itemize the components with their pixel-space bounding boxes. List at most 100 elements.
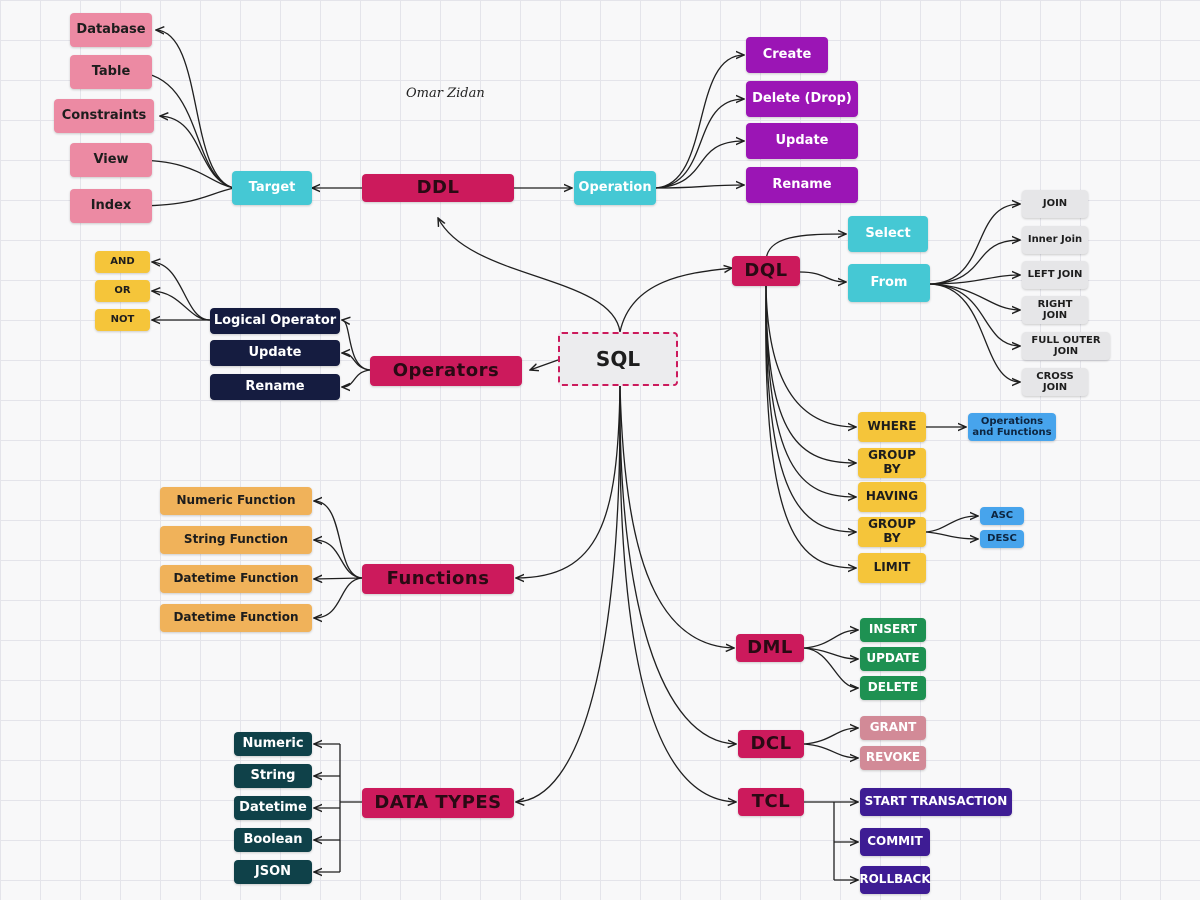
dml-node: DML [736, 634, 804, 662]
data-type-string: String [234, 764, 312, 788]
link-functions-datetime2 [314, 577, 363, 618]
join-item-inner: Inner Join [1022, 226, 1088, 254]
link-dcl-revoke [803, 743, 858, 758]
author-signature: Omar Zidan [406, 86, 485, 101]
link-dml-insert [803, 630, 858, 649]
link-operators-rename [342, 369, 371, 387]
join-item-left: LEFT JOIN [1022, 261, 1088, 289]
operation-item-update: Update [746, 123, 858, 159]
operators-item-logical: Logical Operator [210, 308, 340, 334]
join-item-cross: CROSS JOIN [1022, 368, 1088, 396]
link-sql-ddl [438, 218, 621, 333]
link-target-view [134, 160, 235, 189]
operators-item-update: Update [210, 340, 340, 366]
dml-item-insert: INSERT [860, 618, 926, 642]
link-operators-update [342, 353, 371, 371]
target-item-constraints: Constraints [54, 99, 154, 133]
clause-limit: LIMIT [858, 553, 926, 583]
dcl-item-revoke: REVOKE [860, 746, 926, 770]
operation-item-delete-drop: Delete (Drop) [746, 81, 858, 117]
link-operation-create [655, 55, 744, 189]
dql-node: DQL [732, 256, 800, 286]
from-node: From [848, 264, 930, 302]
clause-group-by: GROUP BY [858, 448, 926, 478]
link-from-inner [929, 240, 1020, 285]
link-functions-string [314, 540, 363, 579]
link-sql-operators [530, 359, 559, 370]
clause-group-by-order: GROUP BY [858, 517, 926, 547]
link-order-asc [925, 516, 978, 533]
link-sql-datatypes [516, 385, 621, 802]
tcl-item-commit: COMMIT [860, 828, 930, 856]
link-logical-and [152, 262, 211, 321]
where-operations-functions: Operations and Functions [968, 413, 1056, 441]
link-target-database [156, 30, 235, 189]
sql-center-node: SQL [558, 332, 678, 386]
clause-where: WHERE [858, 412, 926, 442]
logical-not: NOT [95, 309, 150, 331]
link-dql-where [765, 285, 856, 427]
link-dql-groupby2 [765, 285, 856, 532]
link-from-left [929, 275, 1020, 285]
target-item-table: Table [70, 55, 152, 89]
logical-and: AND [95, 251, 150, 273]
link-functions-datetime [314, 578, 363, 579]
target-item-view: View [70, 143, 152, 177]
link-sql-dml [619, 385, 734, 648]
link-from-cross [929, 283, 1020, 382]
tcl-item-start-transaction: START TRANSACTION [860, 788, 1012, 816]
link-sql-dql [619, 268, 732, 333]
tcl-node: TCL [738, 788, 804, 816]
data-type-json: JSON [234, 860, 312, 884]
link-sql-dcl [619, 385, 736, 744]
tcl-item-rollback: ROLLBACK [859, 866, 931, 894]
link-order-desc [925, 531, 978, 539]
link-datatypes-stem [339, 744, 362, 872]
link-target-index [134, 187, 235, 206]
operators-item-rename: Rename [210, 374, 340, 400]
function-item-string: String Function [160, 526, 312, 554]
data-type-numeric: Numeric [234, 732, 312, 756]
link-operation-rename [655, 185, 744, 188]
link-operation-delete [655, 99, 744, 189]
link-from-full [929, 283, 1020, 346]
join-item-right: RIGHT JOIN [1022, 296, 1088, 324]
target-node: Target [232, 171, 312, 205]
target-item-index: Index [70, 189, 152, 223]
link-dql-select [765, 234, 846, 261]
link-operation-update [655, 141, 744, 189]
target-item-database: Database [70, 13, 152, 47]
operation-node: Operation [574, 171, 656, 205]
data-type-boolean: Boolean [234, 828, 312, 852]
order-asc: ASC [980, 507, 1024, 525]
clause-having: HAVING [858, 482, 926, 512]
function-item-datetime: Datetime Function [160, 565, 312, 593]
link-sql-functions [516, 385, 621, 578]
link-from-join [929, 204, 1020, 285]
function-item-datetime-2: Datetime Function [160, 604, 312, 632]
operators-node: Operators [370, 356, 522, 386]
dcl-item-grant: GRANT [860, 716, 926, 740]
link-dql-having [765, 285, 856, 497]
function-item-numeric: Numeric Function [160, 487, 312, 515]
select-node: Select [848, 216, 928, 252]
link-dql-groupby [765, 285, 856, 463]
dml-item-delete: DELETE [860, 676, 926, 700]
link-target-constraints [160, 116, 235, 189]
link-dql-limit [765, 285, 856, 568]
operation-item-rename: Rename [746, 167, 858, 203]
join-item-full-outer: FULL OUTER JOIN [1022, 332, 1110, 360]
order-desc: DESC [980, 530, 1024, 548]
ddl-node: DDL [362, 174, 514, 202]
dml-item-update: UPDATE [860, 647, 926, 671]
link-dql-from [799, 271, 846, 282]
link-functions-numeric [314, 501, 363, 579]
dcl-node: DCL [738, 730, 804, 758]
operation-item-create: Create [746, 37, 828, 73]
data-type-datetime: Datetime [234, 796, 312, 820]
link-sql-tcl [619, 385, 736, 802]
data-types-node: DATA TYPES [362, 788, 514, 818]
link-logical-or [152, 291, 211, 321]
join-item-join: JOIN [1022, 190, 1088, 218]
